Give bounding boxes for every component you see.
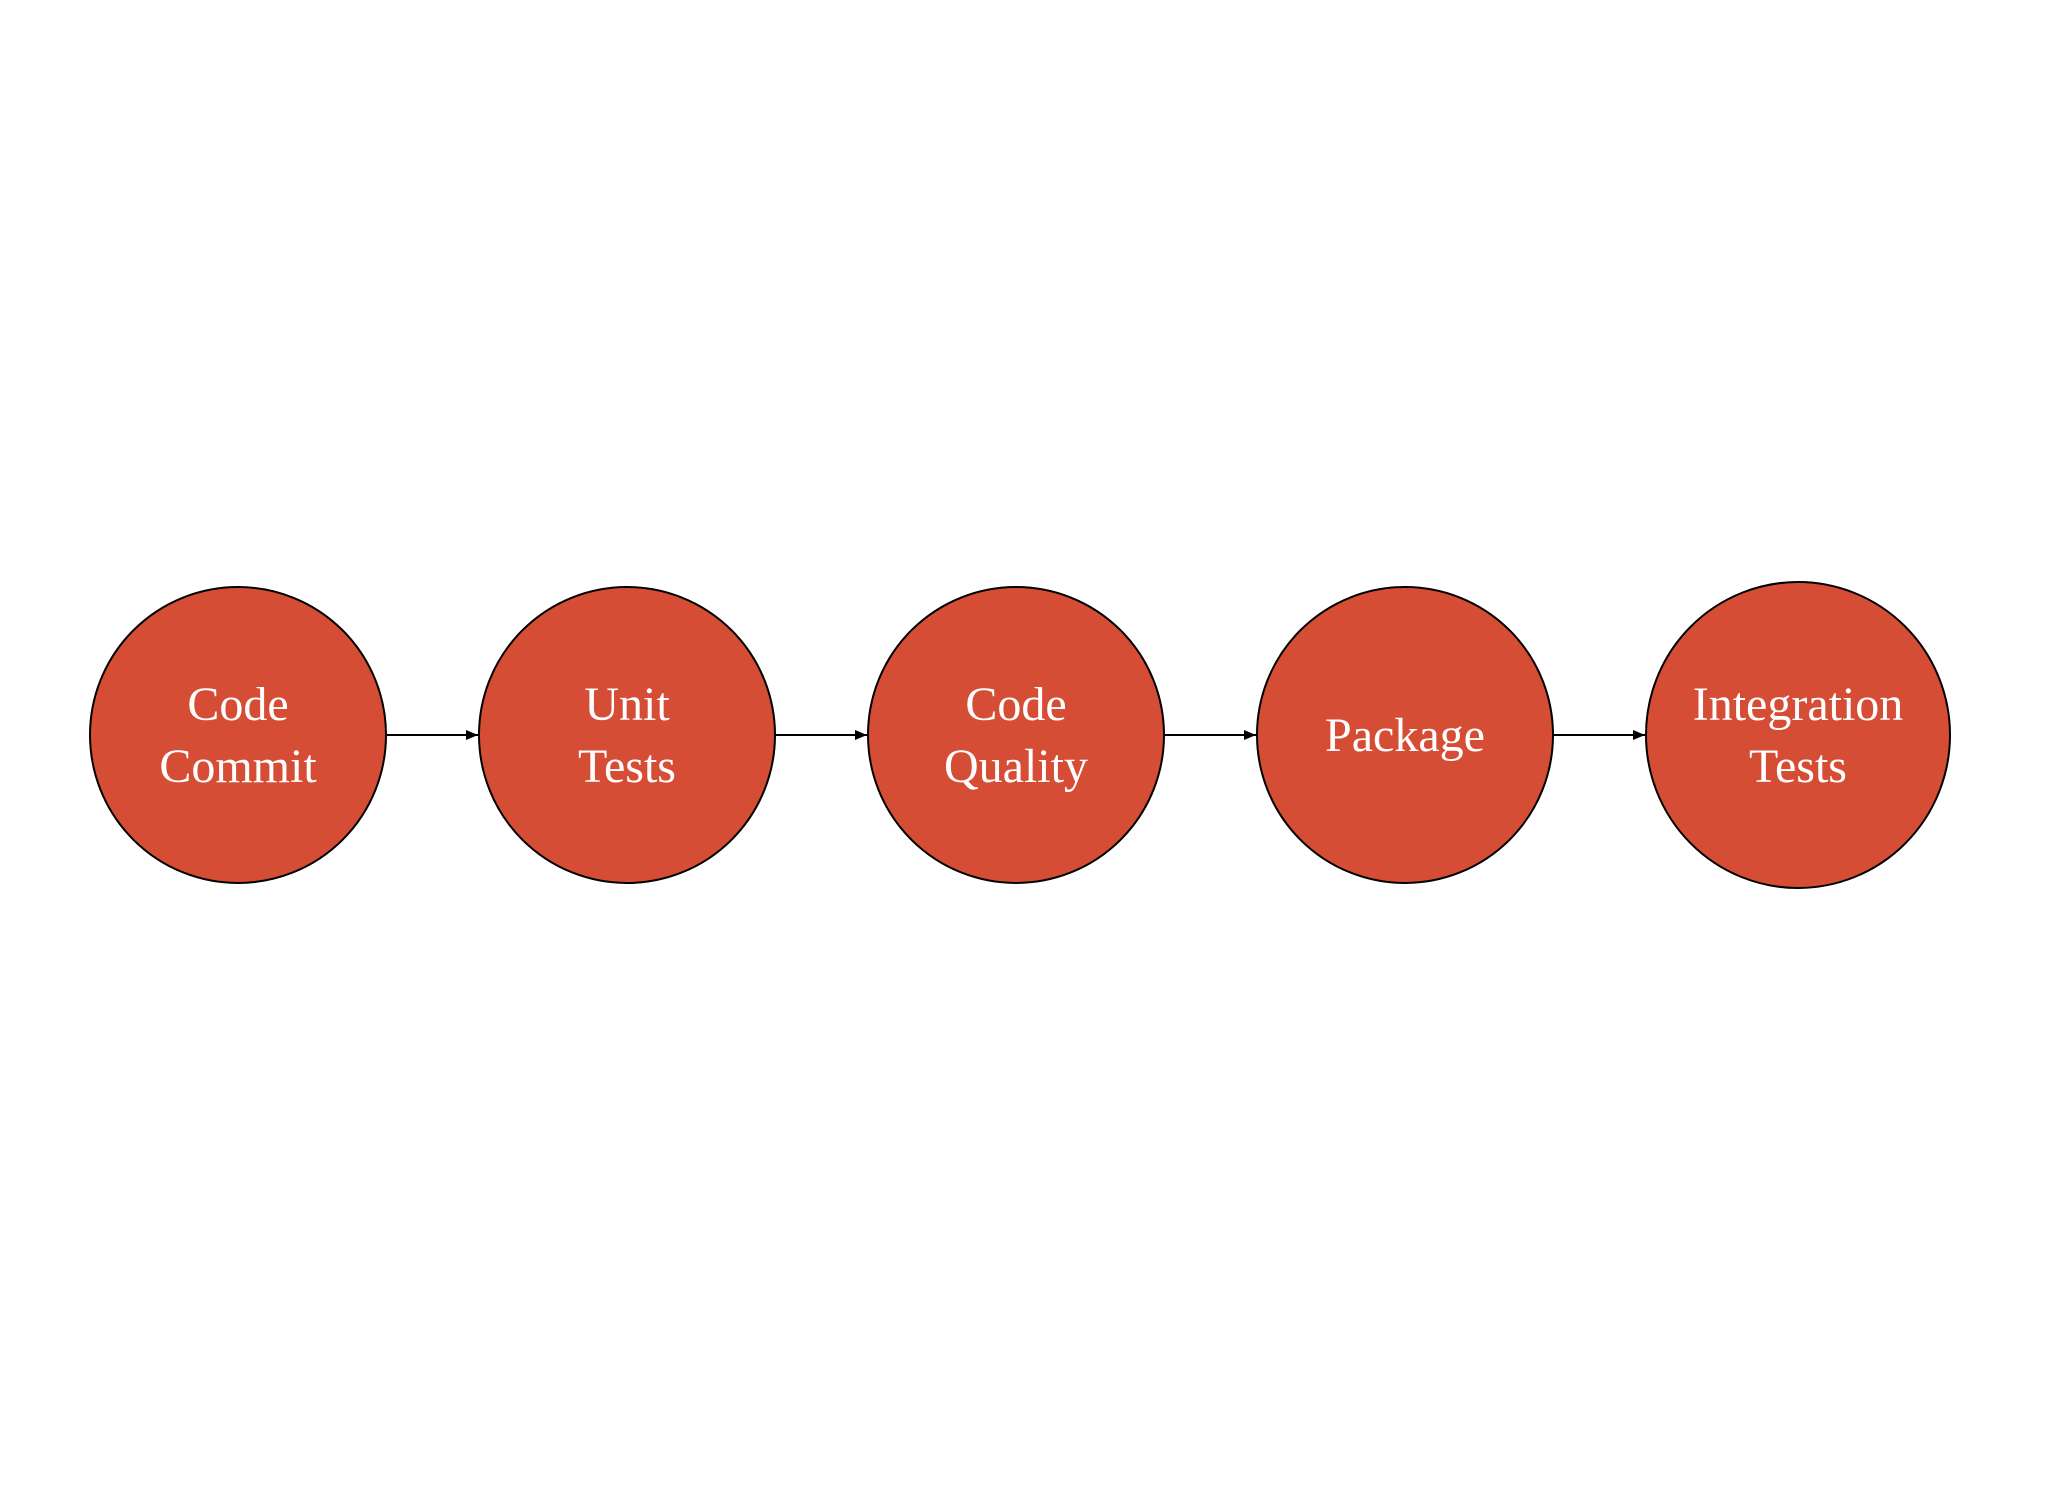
- node-circle-package: [1256, 586, 1554, 884]
- node-package: Package: [1256, 586, 1554, 884]
- node-label-line: Unit: [584, 678, 670, 731]
- node-circle-integration-tests: [1645, 581, 1951, 889]
- node-circle-code-quality: [867, 586, 1165, 884]
- node-circle-code-commit: [89, 586, 387, 884]
- node-label-line: Code: [965, 678, 1066, 731]
- node-label-line: Integration: [1693, 678, 1904, 731]
- node-label-package: Package: [1325, 709, 1485, 762]
- node-label-line: Tests: [1749, 740, 1847, 793]
- node-label-line: Quality: [944, 740, 1088, 793]
- node-label-line: Commit: [159, 740, 317, 793]
- node-label-line: Code: [187, 678, 288, 731]
- node-label-line: Package: [1325, 709, 1485, 762]
- node-label-line: Tests: [578, 740, 676, 793]
- node-circle-unit-tests: [478, 586, 776, 884]
